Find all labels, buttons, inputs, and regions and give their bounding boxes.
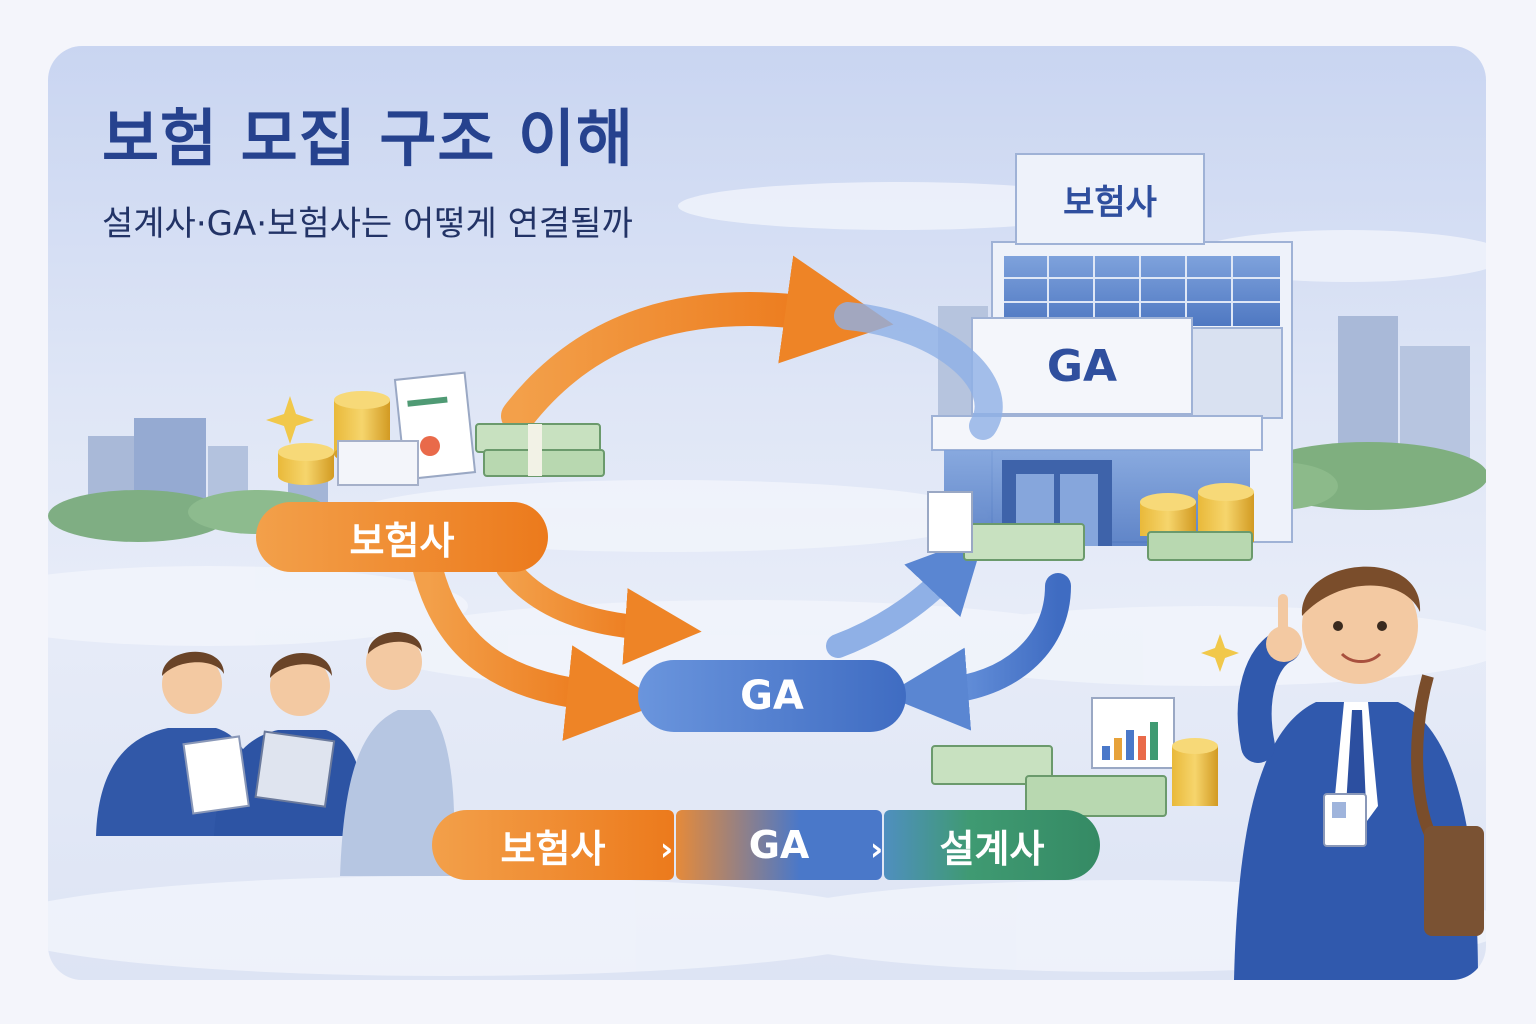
page-title: 보험 모집 구조 이해 bbox=[102, 102, 635, 175]
sparkle-icon bbox=[266, 396, 1239, 672]
node-ga: GA bbox=[638, 660, 906, 732]
arrow-building-to-ga bbox=[884, 573, 1071, 731]
arrow-insurer-to-building bbox=[501, 255, 894, 433]
arrow-building-down bbox=[834, 302, 1003, 440]
right-city-skyline bbox=[938, 306, 1486, 510]
cash-bundle-right bbox=[931, 738, 1218, 817]
chain-agent: 설계사 bbox=[884, 810, 1100, 880]
building-sign-top: 보험사 bbox=[1063, 182, 1157, 223]
bar-chart-icon bbox=[1091, 697, 1175, 769]
illustration-scene bbox=[48, 153, 1486, 980]
chain-chevron-icon: › bbox=[870, 830, 884, 868]
arrow-insurer-to-ga-2 bbox=[496, 556, 702, 665]
building-money bbox=[927, 483, 1254, 561]
agents-group bbox=[96, 631, 455, 876]
chain-insurer: 보험사 bbox=[432, 810, 674, 880]
id-badge-icon bbox=[1323, 793, 1367, 847]
chain-ga: GA bbox=[676, 810, 882, 880]
arrow-ga-to-building bbox=[826, 534, 985, 658]
arrow-insurer-to-ga-1 bbox=[413, 555, 663, 741]
document-icon bbox=[337, 371, 477, 486]
node-insurer: 보험사 bbox=[256, 502, 548, 572]
shoulder-bag-icon bbox=[1411, 674, 1484, 936]
page-subtitle: 설계사·GA·보험사는 어떻게 연결될까 bbox=[102, 204, 633, 244]
infographic-card: 보험 모집 구조 이해 설계사·GA·보험사는 어떻게 연결될까 보험사 GA … bbox=[48, 46, 1486, 980]
cash-bundle-icon bbox=[475, 423, 605, 477]
building-sign-mid: GA bbox=[1046, 340, 1118, 392]
chain-chevron-icon: › bbox=[660, 830, 674, 868]
